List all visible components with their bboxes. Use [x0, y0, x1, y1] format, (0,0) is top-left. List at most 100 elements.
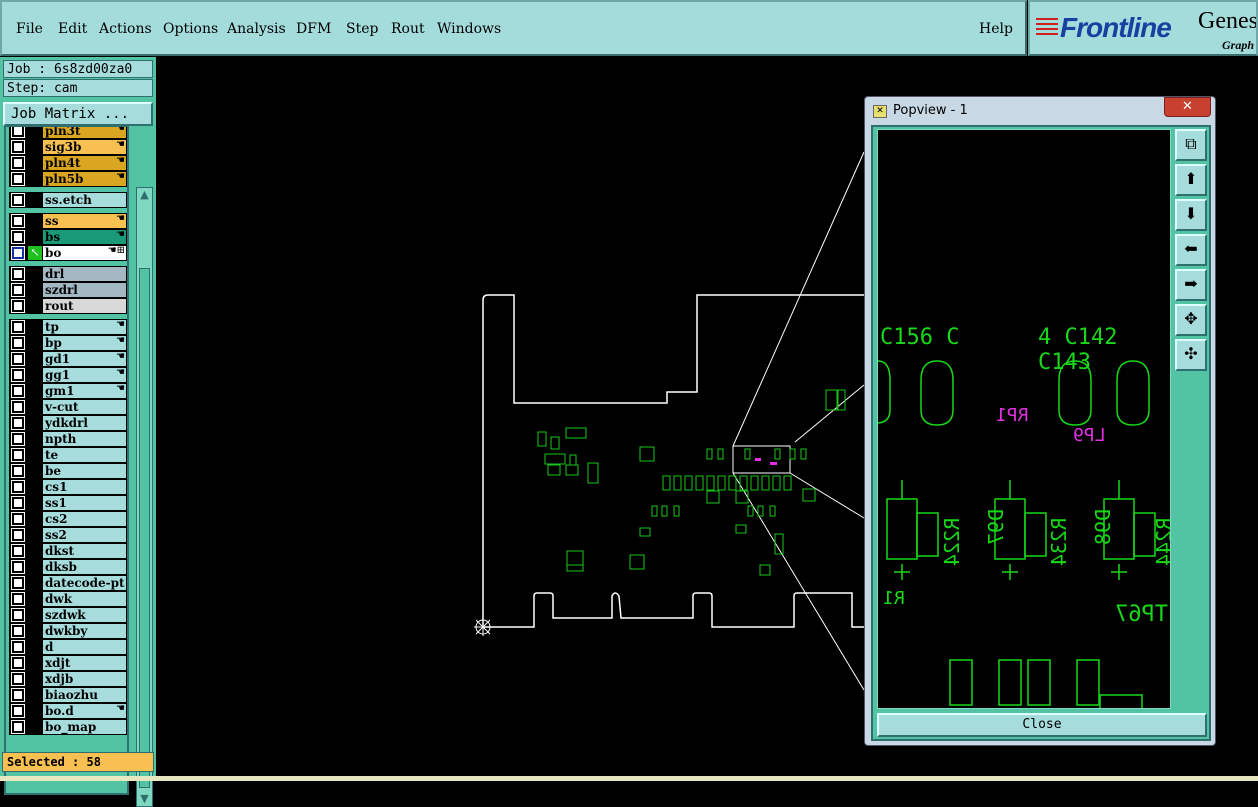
- layer-label[interactable]: bp: [43, 336, 126, 350]
- layer-row[interactable]: pln3t☚: [9, 127, 127, 139]
- layer-row[interactable]: biaozhu: [9, 687, 127, 703]
- layer-label[interactable]: ss1: [43, 496, 126, 510]
- affected-hand-icon[interactable]: ☚: [116, 703, 125, 714]
- layer-label[interactable]: cs1: [43, 480, 126, 494]
- layer-label[interactable]: szdwk: [43, 608, 126, 622]
- layer-checkbox[interactable]: [11, 576, 25, 590]
- layer-list-scrollbar[interactable]: ▲ ▼: [136, 187, 153, 807]
- layer-checkbox[interactable]: [11, 400, 25, 414]
- layer-checkbox[interactable]: [11, 688, 25, 702]
- layer-label[interactable]: gm1: [43, 384, 126, 398]
- layer-row[interactable]: gd1☚: [9, 351, 127, 367]
- layer-label[interactable]: biaozhu: [43, 688, 126, 702]
- layer-row[interactable]: bp☚: [9, 335, 127, 351]
- layer-label[interactable]: dksb: [43, 560, 126, 574]
- affected-hand-icon[interactable]: ☚: [116, 229, 125, 240]
- menu-help[interactable]: Help: [979, 21, 1013, 37]
- affected-hand-icon[interactable]: ☚: [116, 351, 125, 362]
- layer-label[interactable]: bs: [43, 230, 126, 244]
- layer-checkbox[interactable]: [11, 480, 25, 494]
- layer-checkbox[interactable]: [11, 656, 25, 670]
- layer-checkbox[interactable]: [11, 496, 25, 510]
- layer-checkbox[interactable]: [11, 624, 25, 638]
- layer-row[interactable]: ss2: [9, 527, 127, 543]
- layer-label[interactable]: be: [43, 464, 126, 478]
- layer-label[interactable]: datecode-pt: [43, 576, 126, 590]
- layer-row[interactable]: bo.d☚: [9, 703, 127, 719]
- layer-checkbox[interactable]: [11, 640, 25, 654]
- layer-row[interactable]: pln4t☚: [9, 155, 127, 171]
- layer-label[interactable]: ss2: [43, 528, 126, 542]
- pan-up-icon[interactable]: ⬆: [1175, 164, 1207, 196]
- popview-close-button[interactable]: Close: [877, 713, 1207, 737]
- layer-row[interactable]: ss1: [9, 495, 127, 511]
- layer-label[interactable]: pln5b: [43, 172, 126, 186]
- scroll-up-icon[interactable]: ▲: [140, 188, 149, 201]
- layer-checkbox[interactable]: [11, 140, 25, 154]
- menu-analysis[interactable]: Analysis: [227, 21, 286, 37]
- layer-row[interactable]: tp☚: [9, 319, 127, 335]
- layer-checkbox[interactable]: [11, 299, 25, 313]
- layer-checkbox[interactable]: [11, 368, 25, 382]
- layer-row[interactable]: ss☚: [9, 213, 127, 229]
- affected-hand-icon[interactable]: ☚: [116, 383, 125, 394]
- affected-hand-icon[interactable]: ☚: [116, 213, 125, 224]
- menu-actions[interactable]: Actions: [99, 21, 152, 37]
- layer-row[interactable]: xdjb: [9, 671, 127, 687]
- layer-label[interactable]: ss.etch: [43, 193, 126, 207]
- affected-hand-icon[interactable]: ☚: [116, 319, 125, 330]
- popview-canvas[interactable]: C156 C 4 C142 C143 RP1 LP9 R1 TP67 R224 …: [877, 129, 1171, 709]
- layer-checkbox[interactable]: [11, 283, 25, 297]
- job-matrix-button[interactable]: Job Matrix ...: [3, 102, 153, 126]
- menu-rout[interactable]: Rout: [391, 21, 425, 37]
- pan-down-icon[interactable]: ⬇: [1175, 199, 1207, 231]
- layer-label[interactable]: drl: [43, 267, 126, 281]
- layer-checkbox[interactable]: [11, 528, 25, 542]
- layer-row[interactable]: cs2: [9, 511, 127, 527]
- layer-checkbox[interactable]: [11, 464, 25, 478]
- layer-row[interactable]: dksb: [9, 559, 127, 575]
- layer-label[interactable]: pln4t: [43, 156, 126, 170]
- layer-row[interactable]: pln5b☚: [9, 171, 127, 187]
- layer-checkbox[interactable]: [11, 672, 25, 686]
- affected-hand-icon[interactable]: ☚: [116, 139, 125, 150]
- layer-label[interactable]: npth: [43, 432, 126, 446]
- layer-label[interactable]: pln3t: [43, 127, 126, 138]
- menu-edit[interactable]: Edit: [58, 21, 88, 37]
- layer-row[interactable]: npth: [9, 431, 127, 447]
- layer-checkbox[interactable]: [11, 230, 25, 244]
- layer-row[interactable]: bs☚: [9, 229, 127, 245]
- layer-label[interactable]: ss: [43, 214, 126, 228]
- layer-label[interactable]: te: [43, 448, 126, 462]
- layer-row[interactable]: bo_map: [9, 719, 127, 735]
- layer-label[interactable]: sig3b: [43, 140, 126, 154]
- layer-checkbox[interactable]: [11, 560, 25, 574]
- layer-label[interactable]: tp: [43, 320, 126, 334]
- layer-checkbox[interactable]: [11, 592, 25, 606]
- menu-step[interactable]: Step: [346, 21, 379, 37]
- layer-label[interactable]: xdjb: [43, 672, 126, 686]
- layer-checkbox[interactable]: [11, 512, 25, 526]
- layer-row[interactable]: ydkdrl: [9, 415, 127, 431]
- layer-label[interactable]: gd1: [43, 352, 126, 366]
- zoom-home-icon[interactable]: ⧉: [1175, 129, 1207, 161]
- layer-row[interactable]: sig3b☚: [9, 139, 127, 155]
- layer-label[interactable]: cs2: [43, 512, 126, 526]
- layer-label[interactable]: bo_map: [43, 720, 126, 734]
- layer-row[interactable]: rout: [9, 298, 127, 314]
- layer-label[interactable]: v-cut: [43, 400, 126, 414]
- layer-row[interactable]: szdrl: [9, 282, 127, 298]
- layer-row[interactable]: xdjt: [9, 655, 127, 671]
- layer-row[interactable]: te: [9, 447, 127, 463]
- layer-checkbox[interactable]: [11, 193, 25, 207]
- menu-windows[interactable]: Windows: [437, 21, 502, 37]
- layer-checkbox[interactable]: [11, 432, 25, 446]
- layer-row[interactable]: gg1☚: [9, 367, 127, 383]
- layer-checkbox[interactable]: [11, 267, 25, 281]
- affected-hand-icon[interactable]: ☚⊞: [107, 245, 125, 256]
- layer-row[interactable]: d: [9, 639, 127, 655]
- board-canvas[interactable]: [0, 0, 1258, 781]
- layer-row[interactable]: cs1: [9, 479, 127, 495]
- layer-checkbox[interactable]: [11, 320, 25, 334]
- layer-label[interactable]: d: [43, 640, 126, 654]
